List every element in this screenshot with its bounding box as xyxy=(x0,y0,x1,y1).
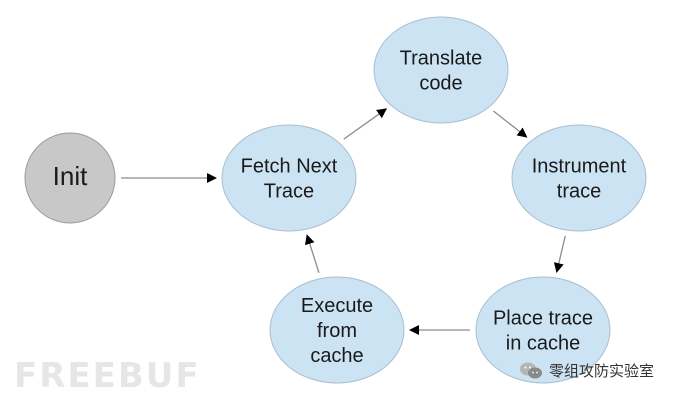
node-place-label-line: in cache xyxy=(506,333,581,355)
node-translate-shape xyxy=(373,16,509,124)
node-fetch-shape xyxy=(221,124,357,232)
node-init-label-line: Init xyxy=(53,161,88,191)
edges-layer xyxy=(121,108,566,335)
node-init-shape xyxy=(24,132,116,224)
node-instrument-shape xyxy=(511,124,647,232)
node-execute-label-line: from xyxy=(317,320,357,342)
node-execute-label-line: Execute xyxy=(301,295,373,317)
node-place-label-line: Place trace xyxy=(493,308,593,330)
wechat-account-name: 零组攻防实验室 xyxy=(549,362,655,380)
node-execute: Execute from cache xyxy=(269,276,405,384)
node-translate-label-line: code xyxy=(419,73,462,95)
node-instrument-label-line: Instrument xyxy=(532,156,627,178)
node-fetch-label-line: Fetch Next xyxy=(241,156,338,178)
node-fetch-label-line: Trace xyxy=(264,181,314,203)
node-translate: Translate code xyxy=(373,16,509,124)
node-place: Place trace in cache xyxy=(475,276,611,384)
node-instrument: Instrument trace xyxy=(511,124,647,232)
node-instrument-label-line: trace xyxy=(557,181,601,203)
edge-fetch-to-translate-arrow xyxy=(343,108,388,140)
edge-translate-to-instrument-arrow xyxy=(492,110,528,138)
wechat-icon xyxy=(520,362,542,378)
node-translate-label-line: Translate xyxy=(400,48,483,70)
node-init: Init xyxy=(24,132,116,224)
node-execute-shape xyxy=(269,276,405,384)
edge-instrument-to-place-arrow xyxy=(553,235,566,274)
node-place-shape xyxy=(475,276,611,384)
wechat-account-mark: 零组攻防实验室 xyxy=(519,360,654,381)
freebuf-watermark: FREEBUF xyxy=(14,356,201,396)
edge-execute-to-fetch-arrow xyxy=(304,234,320,274)
node-execute-label-line: cache xyxy=(310,345,363,367)
